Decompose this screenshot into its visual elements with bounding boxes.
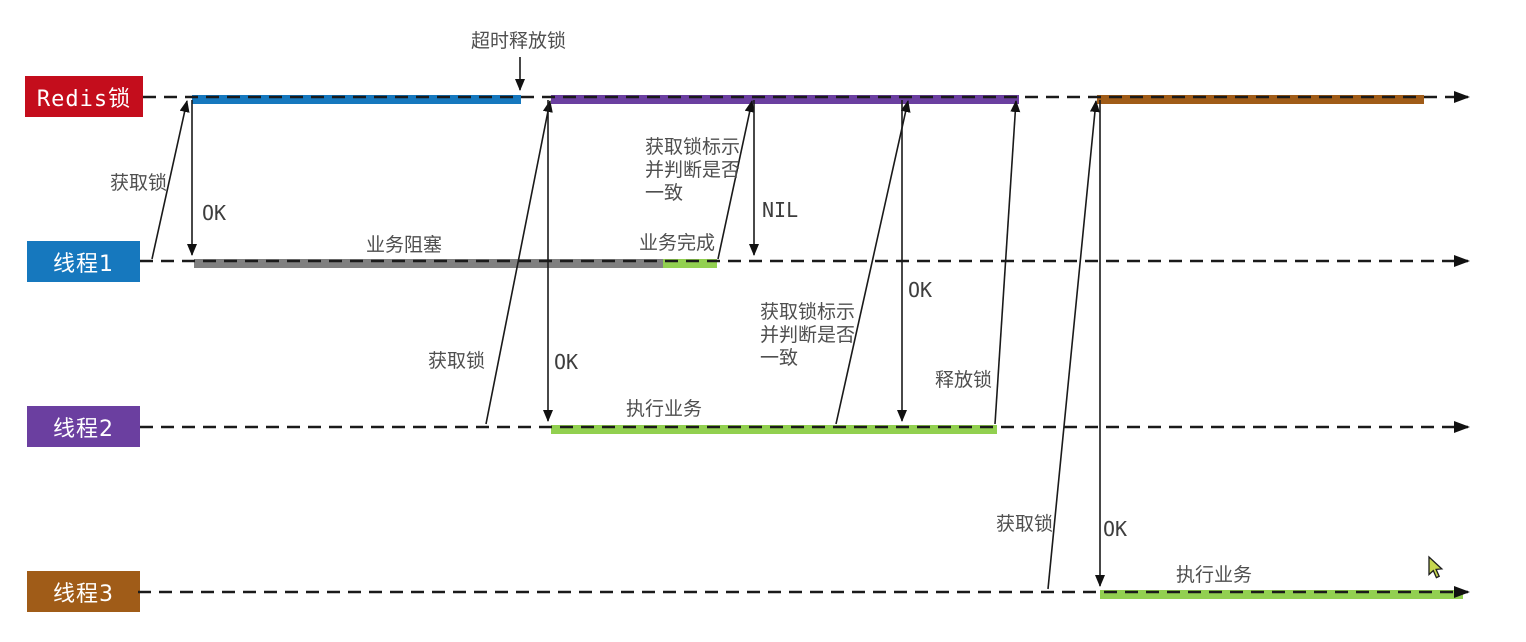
annotation-thread3-ok: OK bbox=[1103, 517, 1128, 541]
lane-label-thread1-text: 线程1 bbox=[53, 251, 114, 277]
annotation-thread2-release-lock: 释放锁 bbox=[935, 369, 993, 391]
thread2-exec-business-bar bbox=[551, 425, 997, 434]
arrow-thread1-check-token bbox=[717, 100, 755, 260]
arrow-thread2-release bbox=[994, 100, 1021, 425]
annotation-thread1-check-token: 获取锁标示 并判断是否 一致 bbox=[645, 136, 741, 204]
arrow-thread2-acquire bbox=[485, 100, 553, 425]
lane-label-thread2-text: 线程2 bbox=[53, 416, 114, 442]
lane-label-thread3: 线程3 bbox=[27, 571, 140, 612]
redis-lock-held-by-thread2-bar bbox=[551, 95, 1019, 104]
annotation-thread3-acquire-lock: 获取锁 bbox=[996, 513, 1054, 535]
annotation-thread3-exec-business: 执行业务 bbox=[1176, 564, 1253, 586]
arrow-thread2-check-token bbox=[835, 100, 911, 425]
annotation-thread1-acquire-lock: 获取锁 bbox=[110, 172, 168, 194]
annotation-business-done: 业务完成 bbox=[639, 232, 716, 254]
arrow-thread1-acquire bbox=[151, 100, 190, 260]
annotation-business-blocked: 业务阻塞 bbox=[366, 234, 443, 256]
redis-lock-held-by-thread1-bar bbox=[192, 95, 521, 104]
annotation-timeout-release: 超时释放锁 bbox=[471, 30, 567, 52]
annotation-thread1-ok: OK bbox=[202, 201, 227, 225]
lane-label-thread1: 线程1 bbox=[27, 241, 140, 282]
thread1-business-blocked-bar bbox=[194, 259, 663, 268]
lane-label-redis-lock: Redis锁 bbox=[25, 76, 143, 117]
redis-lock-held-by-thread3-bar bbox=[1097, 95, 1424, 104]
annotation-nil: NIL bbox=[762, 198, 799, 222]
thread3-exec-business-bar bbox=[1100, 590, 1463, 599]
lane-label-redis-lock-text: Redis锁 bbox=[36, 86, 132, 112]
annotation-thread2-ok: OK bbox=[554, 350, 579, 374]
arrow-thread3-acquire bbox=[1047, 100, 1100, 590]
annotation-thread2-check-ok: OK bbox=[908, 278, 933, 302]
lane-label-thread2: 线程2 bbox=[27, 406, 140, 447]
lane-label-thread3-text: 线程3 bbox=[53, 581, 114, 607]
annotation-thread2-acquire-lock: 获取锁 bbox=[428, 350, 486, 372]
annotation-thread2-check-token: 获取锁标示 并判断是否 一致 bbox=[760, 301, 856, 369]
thread1-business-done-bar bbox=[663, 259, 717, 268]
annotation-thread2-exec-business: 执行业务 bbox=[626, 398, 703, 420]
mouse-cursor-icon bbox=[1428, 555, 1444, 579]
